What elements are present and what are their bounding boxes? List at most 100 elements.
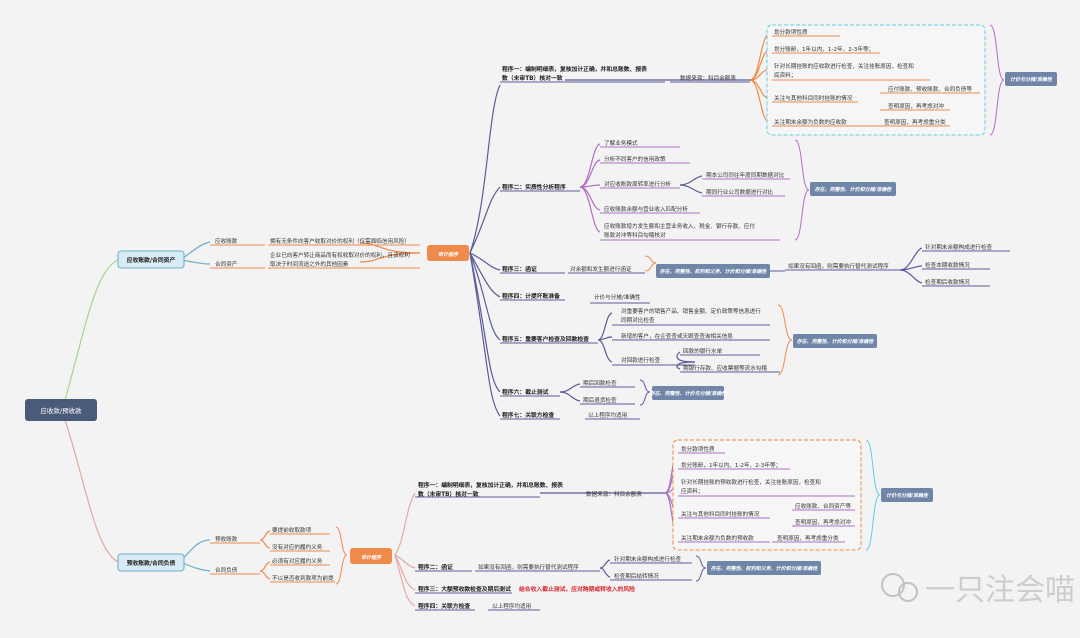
ar-p5-item: 对回款进行检查 — [621, 356, 661, 364]
ar-p6-item: 期后回款检查 — [583, 379, 617, 387]
ar-p5-item: 期银行存款、应收票据等流水勾稽 — [683, 364, 767, 372]
adv-p2-bracket — [695, 555, 707, 582]
root-node[interactable]: 应收款/预收款 — [25, 399, 97, 421]
adv-p2-tag[interactable]: 存在、完整性、权利和义务、计价和分摊/准确性 — [707, 561, 821, 575]
adv-p1-box-item: 关注与其他科目同时挂账的情况 — [681, 510, 760, 518]
wechat-icon-small — [898, 582, 918, 602]
ar-p3-alt: 如果没有回函，则需要执行替代测试程序 — [788, 262, 889, 270]
adv-group-name: 预收账款 — [215, 535, 238, 543]
ar-p2-bracket — [794, 139, 810, 241]
adv-p4-title: 程序四：关联方检查 — [417, 602, 470, 610]
ar-p6-title: 程序六：截止测试 — [501, 388, 549, 396]
ar-p4-desc: 计价与分摊/准确性 — [594, 293, 641, 301]
ar-p7-desc: 以上程序均适用 — [588, 411, 627, 419]
orange-underlines — [210, 244, 420, 583]
ar-item-desc-2b: 取决于时间流逝之外的其他因素 — [270, 260, 349, 268]
ar-p3-bracket — [644, 255, 657, 272]
ar-p5-item: 对重要客户的销售产品、销售金额、定价政策等信息进行 — [621, 307, 761, 315]
adv-p1-box-item: 应资料； — [681, 487, 703, 495]
ar-p3-tag-label: 存在、完整性、权利和义务、计价和分摊/准确性 — [660, 268, 768, 275]
ar-item-desc-2a: 企业已向客户转让商品而有权收取对价的权利，且该权利 — [270, 251, 410, 259]
adv-p2-alt-underlines — [610, 562, 692, 581]
adv-p2-title: 程序二：函证 — [417, 563, 453, 571]
adv-audit-tag-label: 审计程序 — [361, 554, 382, 561]
adv-groups-bracket — [335, 526, 348, 585]
ar-p1-box-item: 关注与其他科目同时挂账的情况 — [774, 94, 853, 102]
ar-p7-title: 程序七：关联方检查 — [501, 411, 554, 419]
branch-receivables[interactable]: 应收账款/合同资产 — [117, 250, 185, 269]
adv-p3-title: 程序三：大额预收款检查及期后测试 — [417, 585, 511, 593]
ar-p6-tag[interactable]: 存在、完整性、计价与分摊/准确性 — [650, 386, 728, 400]
ar-p5-bracket — [777, 304, 793, 376]
ar-p1-box-item: 划分款项性质 — [774, 28, 808, 36]
adv-p1-detail-box — [672, 439, 862, 551]
adv-audit-tag[interactable]: 审计程序 — [350, 548, 392, 564]
ar-p2-item: 了解业务模式 — [604, 139, 638, 147]
adv-p1-box-item: 查明原因，再考虑对冲 — [795, 518, 851, 526]
ar-p5-item: 回款的银行水单 — [683, 347, 723, 355]
ar-p3-title: 程序三：函证 — [501, 265, 537, 273]
ar-p3-alt-item: 检查本期收款情况 — [925, 261, 970, 269]
ar-audit-tag[interactable]: 审计程序 — [427, 245, 469, 261]
adv-p2-alt-item: 针对期末余额构成进行检查 — [614, 555, 682, 563]
ar-p1-tag-label: 计价与分摊/准确性 — [1010, 76, 1053, 83]
ar-p2-item: 对应收账款周转率进行分析 — [604, 180, 672, 188]
adv-p2-tag-label: 存在、完整性、权利和义务、计价和分摊/准确性 — [711, 565, 819, 572]
wechat-icon — [881, 573, 905, 597]
ar-p1-box-underlines — [772, 35, 980, 127]
adv-p1-bracket — [865, 439, 881, 551]
adv-p1-box-underlines — [678, 452, 855, 543]
branch-advances[interactable]: 预收账款/合同负债 — [117, 553, 185, 572]
ar-p3-desc: 对余额和发生额进行函证 — [570, 265, 632, 273]
ar-p2-item: 期本公司同往年度同期数据对比 — [706, 171, 785, 179]
ar-p1-title-1: 程序一：编制明细表，复核加计正确，并和总账数、报表 — [501, 65, 647, 73]
adv-group-item: 不以是否收到款项为前提 — [272, 574, 334, 582]
adv-p1-box-item: 查明原因，再考虑重分类 — [777, 534, 839, 542]
root-label: 应收款/预收款 — [40, 406, 82, 415]
adv-group-name: 合同负债 — [215, 566, 238, 574]
adv-p1-box-item: 针对长期挂账的预收款进行检查，关注挂账原因，检查和 — [681, 478, 821, 486]
adv-p1-tag[interactable]: 计价与分摊/准确性 — [881, 488, 933, 502]
ar-p6-bracket — [639, 379, 651, 406]
adv-p1-box-item: 应收账款、合同资产等 — [795, 502, 851, 510]
ar-p6-underlines — [580, 386, 635, 405]
ar-p1-tag[interactable]: 计价与分摊/准确性 — [1005, 72, 1057, 86]
ar-p3-tag[interactable]: 存在、完整性、权利和义务、计价和分摊/准确性 — [656, 264, 770, 278]
ar-p1-box-item: 关注期末余额为负数的应收款 — [774, 118, 847, 126]
ar-p2-item: 账款对冲等科目勾稽核对 — [604, 231, 666, 239]
ar-p6-tag-label: 存在、完整性、计价与分摊/准确性 — [650, 390, 728, 397]
connector-lines — [64, 32, 923, 607]
adv-p1-box-item: 划分款项性质 — [681, 445, 715, 453]
ar-p5-item: 同期对比检查 — [621, 316, 655, 324]
ar-p1-source: 数据来源：科目余额表 — [680, 74, 736, 82]
ar-p5-tag[interactable]: 存在、完整性、计价和分摊/准确性 — [793, 334, 877, 348]
adv-p1-title-1: 程序一：编制明细表，复核加计正确，并和总账数、报表 — [417, 481, 563, 489]
ar-p1-box-item: 查明原因，再考虑对冲 — [888, 102, 944, 110]
ar-p1-box-item: 底资料； — [774, 71, 796, 79]
adv-p3-desc: 结合收入截止测试，应对跨期或转收入的风险 — [519, 585, 635, 593]
ar-p2-tag[interactable]: 存在、完整性、计价和分摊/准确性 — [810, 182, 896, 196]
ar-audit-tag-label: 审计程序 — [438, 251, 459, 258]
ar-p5-tag-label: 存在、完整性、计价和分摊/准确性 — [797, 338, 875, 345]
ar-p2-item: 分析不同客户的信用政策 — [604, 155, 666, 163]
ar-p1-box-item: 查明原因，再考虑重分类 — [884, 118, 946, 126]
ar-p2-item: 期同行业公司数据进行对比 — [706, 188, 774, 196]
adv-p4-desc: 以上程序均适用 — [492, 602, 531, 610]
adv-p2-desc: 如果没有回函，则需要执行替代测试程序 — [478, 563, 579, 571]
ar-p1-box-item: 针对长期挂账的应收款进行检查，关注挂账原因，检查和 — [774, 62, 914, 70]
branch-receivables-label: 应收账款/合同资产 — [127, 256, 176, 264]
adv-p1-source: 数据来源：科目余额表 — [586, 490, 642, 498]
ar-p1-box-item: 划分账龄，1年以内、1-2年、2-3年等； — [774, 45, 874, 53]
ar-p2-item: 应收账款增方发生额和主营业务收入、税金、银行存款、应付 — [604, 222, 755, 230]
ar-p3-alt-item: 针对期末余额构成进行检查 — [925, 243, 993, 251]
ar-item-desc-1: 拥有无条件向客户收取对价的权利（仅需面临信用风险） — [270, 237, 410, 245]
adv-group-item: 没有对应的履约义务 — [272, 543, 323, 551]
branch-advances-label: 预收账款/合同负债 — [127, 559, 176, 567]
underlines — [415, 81, 900, 611]
adv-group-item: 要提前收取款项 — [272, 526, 312, 534]
adv-p1-tag-label: 计价与分摊/准确性 — [886, 492, 929, 499]
ar-item-name-2: 合同资产 — [215, 260, 238, 268]
ar-p6-item: 期后退货检查 — [583, 396, 617, 404]
ar-p2-item: 应收账款余额与营业收入匹配分析 — [604, 205, 688, 213]
